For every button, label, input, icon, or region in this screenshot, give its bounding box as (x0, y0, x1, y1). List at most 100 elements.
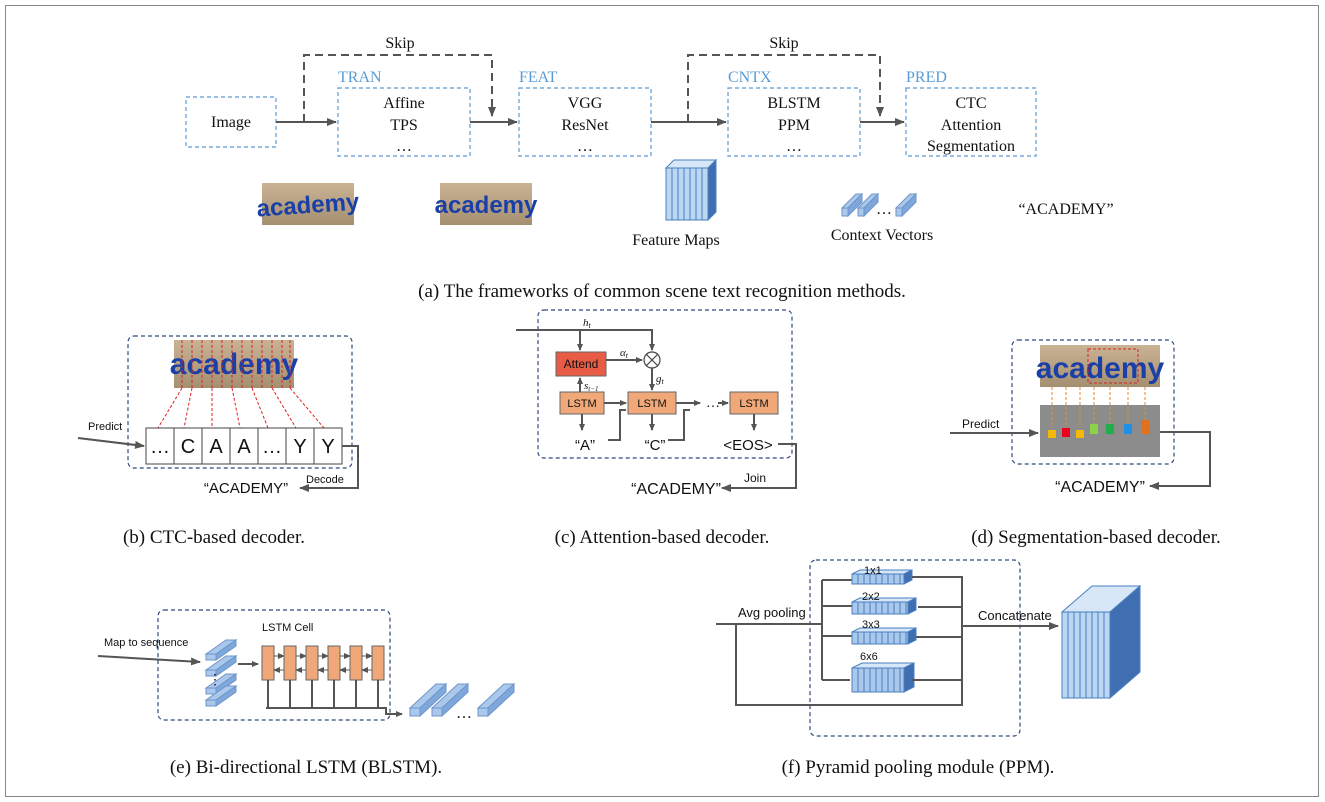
blstm-vdots: ⋮ (208, 673, 222, 688)
ctc-cell-5: Y (293, 436, 306, 458)
tran-item-2: … (396, 138, 412, 155)
panel-a: Skip Skip TRAN FEAT CNTX PRED Image Affi… (185, 35, 1114, 302)
caption-e: (e) Bi-directional LSTM (BLSTM). (170, 757, 442, 778)
attn-g-label: gt (656, 373, 665, 386)
attention-dashed-box (537, 309, 793, 459)
attn-ht-label: ht (583, 317, 592, 330)
context-vectors-dots: … (876, 201, 892, 218)
blstm-cell (261, 645, 275, 681)
feature-maps-label: Feature Maps (632, 232, 720, 249)
lstm-label-3: LSTM (739, 398, 768, 410)
blstm-cell (371, 645, 385, 681)
concatenate-label: Concatenate (978, 608, 1052, 623)
blstm-cell (349, 645, 363, 681)
image-box-label: Image (211, 114, 251, 131)
attn-join-arrow (721, 443, 797, 492)
pred-item-2: Segmentation (927, 138, 1015, 155)
stage-label-cntx: CNTX (728, 69, 772, 86)
attn-s-label: st−1 (584, 380, 598, 393)
stage-label-tran: TRAN (338, 69, 382, 86)
academy-output-b: “ACADEMY” (204, 480, 288, 497)
ctc-predict-label: Predict (88, 421, 122, 433)
ctc-dashed-box (127, 335, 353, 469)
ctc-word-image: academy (170, 340, 299, 388)
attn-feedback-1 (608, 409, 626, 441)
ppm-scale-3x3: 3x3 (862, 619, 880, 631)
cntx-item-2: … (786, 138, 802, 155)
attend-block (555, 351, 607, 377)
panel-f: Avg pooling 1x1 2x2 3x3 6x6 Concatenate … (716, 559, 1142, 778)
ppm-scale-1x1: 1x1 (864, 565, 882, 577)
seg-word-image: academy (1036, 345, 1165, 387)
ctc-cell-3: A (237, 436, 251, 458)
attn-dots: … (706, 396, 720, 411)
ctc-decode-arrow (299, 445, 359, 492)
context-vectors-icon (840, 192, 918, 218)
outer-border (5, 5, 1319, 797)
otimes-icon (643, 351, 661, 369)
blstm-input-vectors (204, 639, 238, 707)
blstm-output-dots: … (456, 705, 472, 722)
ppm-scale-6x6: 6x6 (860, 651, 878, 663)
ctc-connectors (157, 387, 325, 429)
word-image-input: academy (256, 183, 361, 225)
caption-a: (a) The frameworks of common scene text … (418, 281, 906, 302)
ppm-block (851, 667, 905, 693)
seg-markers (1048, 420, 1149, 438)
tran-item-0: Affine (383, 95, 424, 112)
seg-predict-label: Predict (962, 417, 1000, 431)
map-to-seq-arrow (97, 655, 201, 666)
ctc-decode-label: Decode (306, 474, 344, 486)
ctc-cell-6: Y (321, 436, 334, 458)
skip-arrow-2 (687, 54, 884, 122)
feat-box (518, 87, 652, 157)
feat-item-1: ResNet (561, 117, 609, 134)
word-image-rectified: academy (435, 183, 538, 225)
academy-output-a: “ACADEMY” (1018, 201, 1113, 218)
feat-item-0: VGG (568, 95, 603, 112)
attend-label: Attend (564, 357, 599, 371)
panel-c: ht Attend αt gt st−1 LSTM LSTM LSTM … “A… (516, 309, 797, 548)
map-to-sequence-label: Map to sequence (104, 637, 188, 649)
ppm-output-cube (1060, 584, 1142, 700)
ctc-cell-0: … (150, 436, 170, 458)
caption-f: (f) Pyramid pooling module (PPM). (782, 757, 1055, 778)
seg-marker (1090, 424, 1098, 434)
cntx-item-0: BLSTM (767, 95, 820, 112)
seg-marker (1076, 430, 1084, 438)
seg-marker (1141, 420, 1149, 434)
feature-maps-icon (664, 158, 718, 222)
svg-text:academy: academy (1036, 352, 1165, 385)
ppm-pool-blocks (851, 569, 917, 693)
academy-output-d: “ACADEMY” (1055, 479, 1145, 496)
ppm-branch-lines (821, 579, 852, 681)
ppm-merge-lines (912, 576, 963, 690)
seg-marker (1106, 424, 1114, 434)
lstm-label-1: LSTM (567, 398, 596, 410)
attn-input-a: “A” (575, 437, 595, 454)
blstm-cell (283, 645, 297, 681)
ppm-dashed-box (809, 559, 1021, 737)
caption-c: (c) Attention-based decoder. (555, 527, 770, 548)
lstm-cell-label: LSTM Cell (262, 622, 313, 634)
ctc-cell-2: A (209, 436, 223, 458)
blstm-bottom-bus (266, 707, 403, 717)
context-vectors-label: Context Vectors (831, 227, 933, 244)
attn-join-label: Join (744, 471, 766, 485)
cntx-box (727, 87, 861, 157)
panel-d: academy Predict “ACADEMY” (d) Segmentati… (950, 339, 1221, 548)
seg-marker (1062, 428, 1070, 437)
stage-label-pred: PRED (906, 69, 947, 86)
academy-output-c: “ACADEMY” (631, 481, 721, 498)
attn-input-c: “C” (645, 437, 666, 454)
seg-output-arrow (1149, 431, 1211, 490)
svg-text:academy: academy (170, 348, 299, 381)
ppm-block-top (851, 569, 913, 575)
attn-feedback-2 (668, 409, 690, 441)
lstm-label-2: LSTM (637, 398, 666, 410)
skip-label-2: Skip (769, 35, 798, 52)
ctc-cells (145, 427, 343, 465)
panel-e: Map to sequence ⋮ LSTM Cell (97, 609, 516, 778)
skip-label-1: Skip (385, 35, 414, 52)
